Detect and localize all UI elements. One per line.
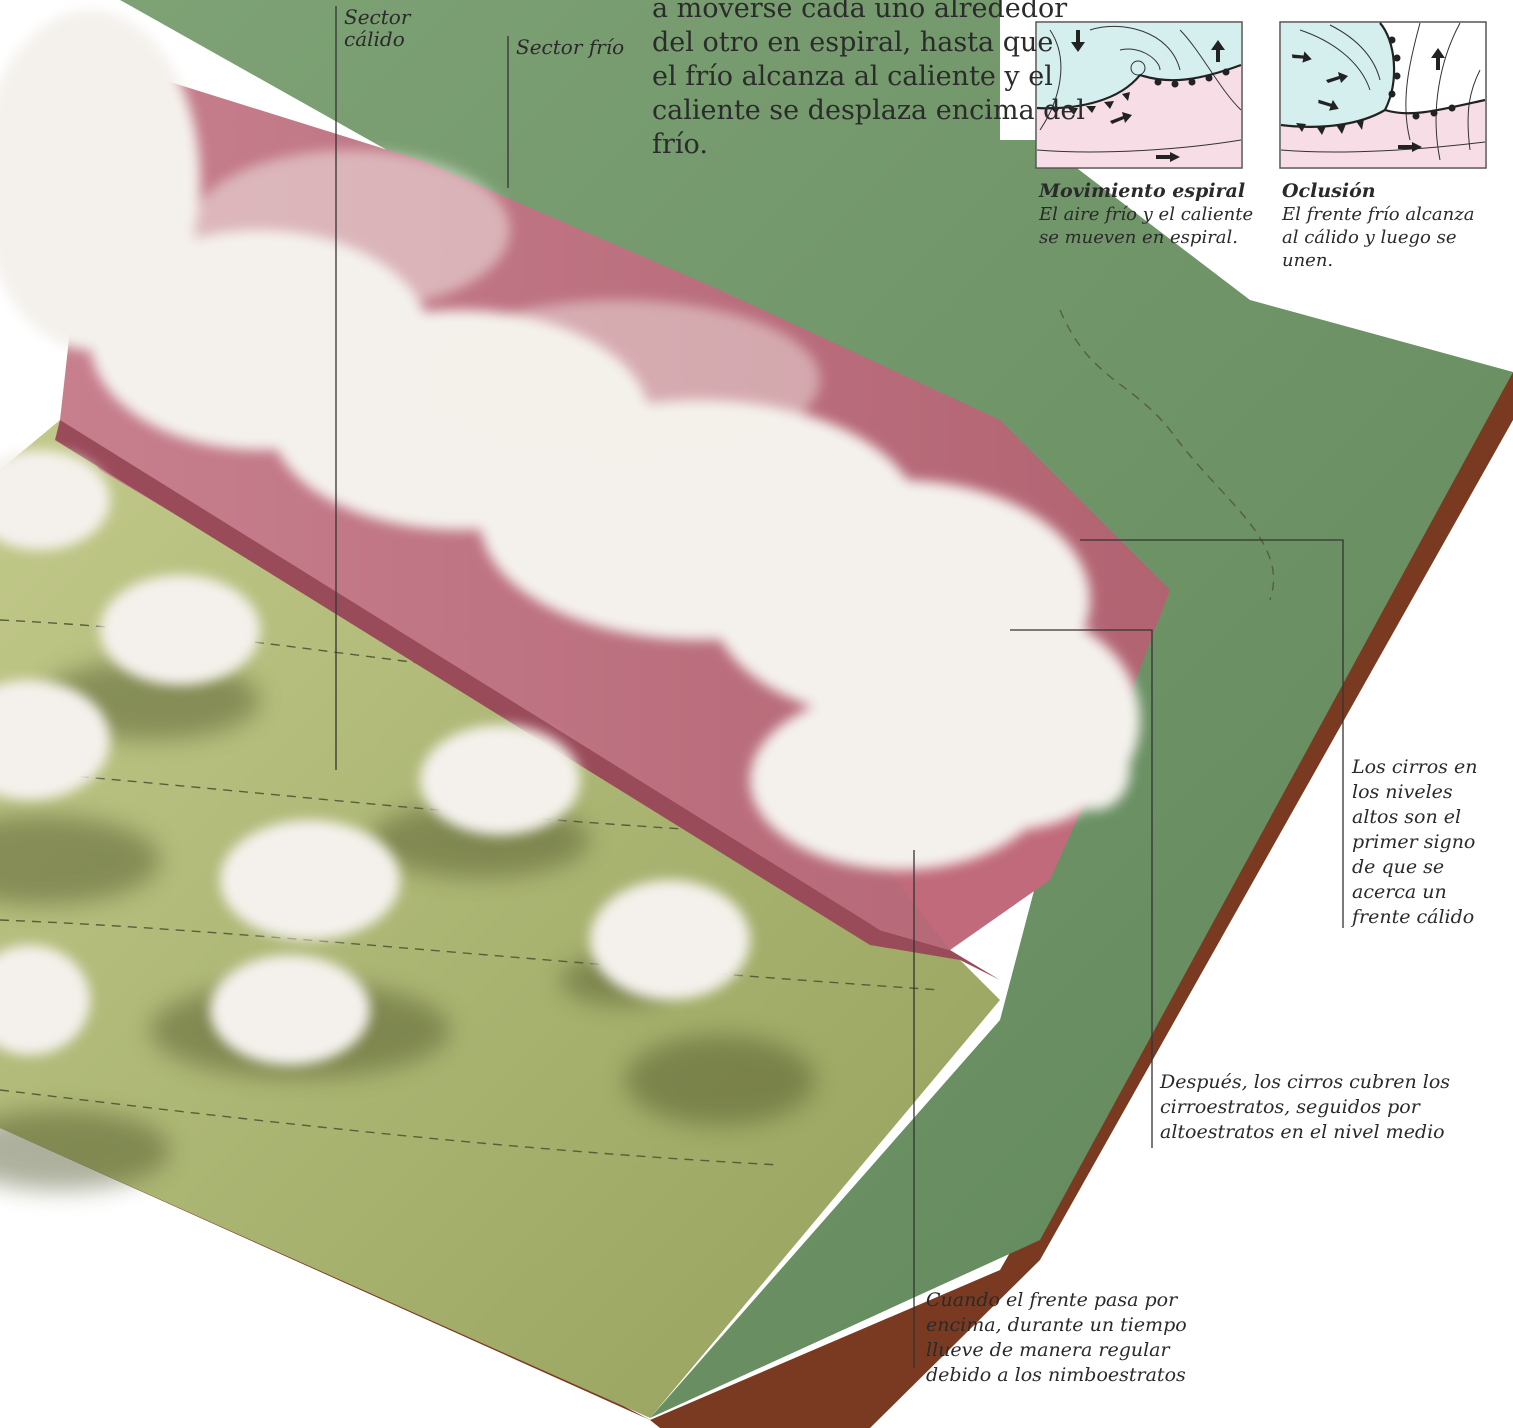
label-sector-cold: Sector frío bbox=[516, 36, 624, 58]
callout-cirrus-line: los niveles bbox=[1352, 780, 1477, 805]
caption-spiral: Movimiento espiral El aire frío y el cal… bbox=[1039, 180, 1253, 249]
callout-cirrus-line: frente cálido bbox=[1352, 905, 1477, 930]
caption-occlusion-line: al cálido y luego se bbox=[1282, 226, 1474, 249]
callout-nimbostratus-line: llueve de manera regular bbox=[926, 1338, 1187, 1363]
intro-line: del otro en espiral, hasta que bbox=[652, 26, 1024, 60]
caption-spiral-line: se mueven en espiral. bbox=[1039, 226, 1253, 249]
callout-cirrostratus-line: cirroestratos, seguidos por bbox=[1160, 1095, 1450, 1120]
callout-cirrus-line: primer signo bbox=[1352, 830, 1477, 855]
callout-nimbostratus-line: encima, durante un tiempo bbox=[926, 1313, 1187, 1338]
callout-cirrus-line: Los cirros en bbox=[1352, 755, 1477, 780]
label-sector-warm-line-2: cálido bbox=[344, 28, 410, 50]
intro-paragraph: a moverse cada uno alrededor del otro en… bbox=[652, 0, 1024, 162]
callout-nimbostratus: Cuando el frente pasa por encima, durant… bbox=[926, 1288, 1187, 1388]
label-sector-warm-line-1: Sector bbox=[344, 6, 410, 28]
callout-cirrostratus: Después, los cirros cubren los cirroestr… bbox=[1160, 1070, 1450, 1145]
callout-nimbostratus-line: Cuando el frente pasa por bbox=[926, 1288, 1187, 1313]
intro-line: frío. bbox=[652, 128, 1024, 162]
caption-occlusion: Oclusión El frente frío alcanza al cálid… bbox=[1282, 180, 1474, 272]
callout-cirrus: Los cirros en los niveles altos son el p… bbox=[1352, 755, 1477, 930]
intro-line: caliente se desplaza encima del bbox=[652, 94, 1024, 128]
caption-occlusion-line: El frente frío alcanza bbox=[1282, 203, 1474, 226]
callout-cirrus-line: de que se bbox=[1352, 855, 1477, 880]
intro-line: el frío alcanza al caliente y el bbox=[652, 60, 1024, 94]
caption-occlusion-title: Oclusión bbox=[1282, 180, 1474, 203]
callout-nimbostratus-line: debido a los nimboestratos bbox=[926, 1363, 1187, 1388]
intro-line: a moverse cada uno alrededor bbox=[652, 0, 1024, 26]
callout-cirrus-line: acerca un bbox=[1352, 880, 1477, 905]
callout-cirrus-line: altos son el bbox=[1352, 805, 1477, 830]
caption-spiral-title: Movimiento espiral bbox=[1039, 180, 1253, 203]
callout-cirrostratus-line: altoestratos en el nivel medio bbox=[1160, 1120, 1450, 1145]
caption-occlusion-line: unen. bbox=[1282, 249, 1474, 272]
label-sector-warm: Sector cálido bbox=[344, 6, 410, 50]
inset-occlusion-diagram bbox=[1280, 22, 1486, 168]
callout-cirrostratus-line: Después, los cirros cubren los bbox=[1160, 1070, 1450, 1095]
caption-spiral-line: El aire frío y el caliente bbox=[1039, 203, 1253, 226]
